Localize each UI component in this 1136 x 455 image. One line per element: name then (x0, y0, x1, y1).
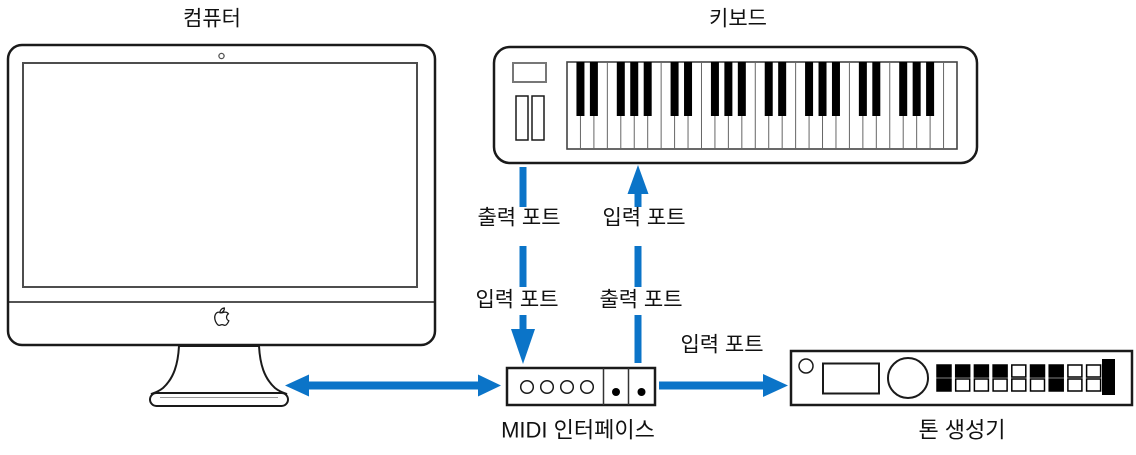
keyboard-output-arrow (511, 167, 535, 364)
midi-port-circle (521, 381, 534, 394)
tone-generator-power-circle (799, 359, 813, 373)
interface-to-tone-generator-arrow (659, 374, 788, 397)
computer-label: 컴퓨터 (183, 8, 241, 31)
keyboard-display (513, 63, 546, 82)
computer-interface-connection-arrow (285, 375, 501, 397)
tone-generator-label: 톤 생성기 (918, 418, 1005, 443)
keyboard-label: 키보드 (709, 8, 767, 31)
midi-port-circle (561, 381, 574, 394)
interface-output-port-label: 출력 포트 (599, 289, 682, 312)
midi-interface-label: MIDI 인터페이스 (501, 418, 655, 443)
keyboard-input-arrow (628, 165, 649, 363)
arrowhead-right-icon (763, 374, 788, 397)
midi-port-circle (541, 381, 554, 394)
interface-input-port-label: 입력 포트 (475, 289, 558, 312)
arrowhead-up-icon (628, 165, 649, 194)
keyboard-illustration (494, 47, 977, 163)
imac-screen (23, 63, 417, 287)
tone-generator-illustration (791, 351, 1132, 405)
midi-led-dot (612, 388, 620, 396)
tone-generator-bar (1102, 359, 1115, 395)
midi-led-dot (638, 388, 646, 396)
imac-stand-neck (151, 346, 287, 394)
tone-generator-display (823, 364, 879, 394)
midi-interface-illustration (507, 368, 655, 405)
midi-port-circle (581, 381, 594, 394)
tone-generator-knob (888, 358, 928, 398)
keyboard-input-port-label: 입력 포트 (602, 207, 685, 230)
pitch-wheel (516, 96, 528, 140)
piano-keys-frame (567, 62, 957, 149)
mod-wheel (532, 96, 544, 140)
computer-illustration (8, 45, 435, 406)
keyboard-output-port-label: 출력 포트 (477, 207, 560, 230)
arrowhead-down-icon (511, 329, 535, 364)
imac-stand-base (150, 393, 288, 406)
tone-generator-input-port-label: 입력 포트 (680, 334, 763, 357)
